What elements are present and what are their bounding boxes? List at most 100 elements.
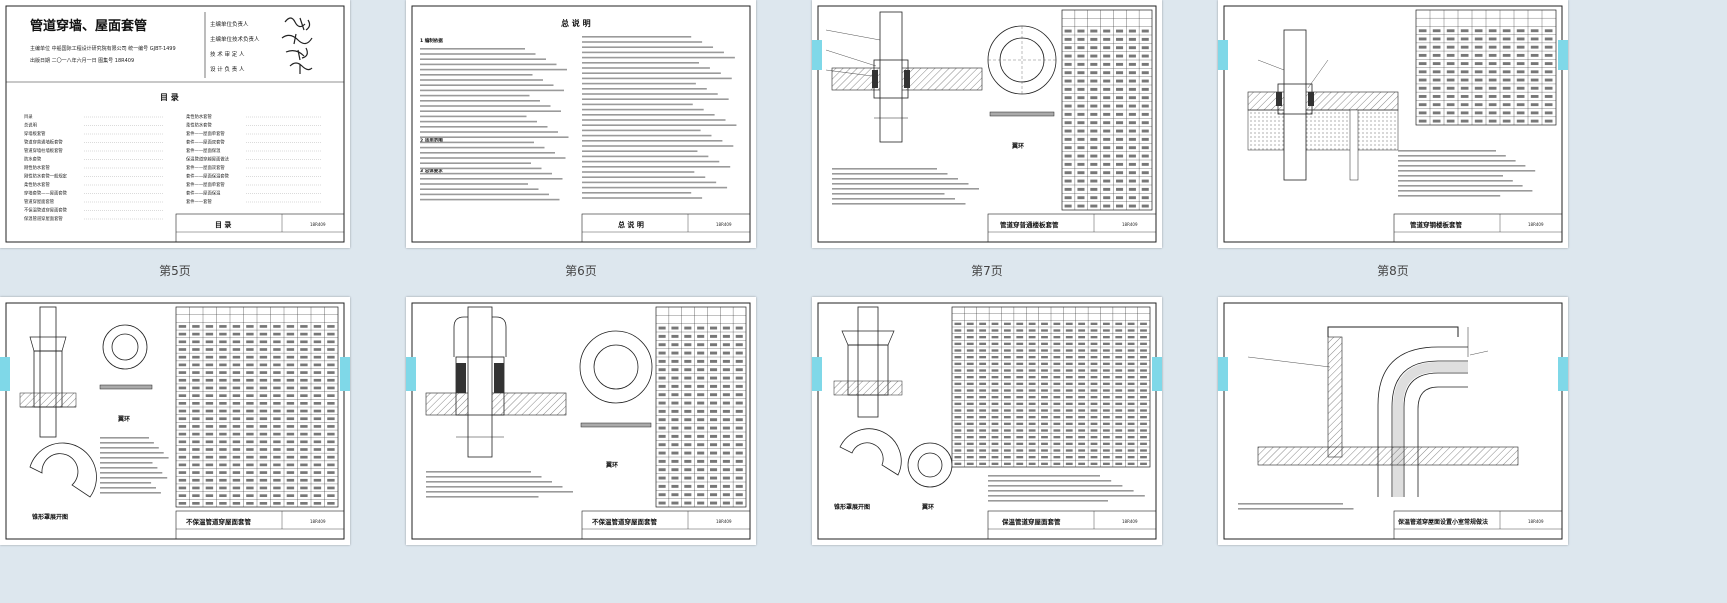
dimension-table [1061, 9, 1153, 211]
table-cell [735, 343, 743, 347]
text-line [582, 82, 696, 85]
table-cell [313, 448, 322, 451]
table-cell [313, 471, 322, 474]
table-cell [1530, 70, 1539, 74]
toc-entry[interactable]: 保温管道穿越屋面做法 [186, 156, 230, 163]
table-cell [1041, 396, 1048, 399]
toc-entry[interactable]: 管道穿墙柱墙板套管 [24, 147, 63, 154]
table-cell [1544, 37, 1553, 41]
text-line [420, 58, 546, 60]
table-cell [1141, 162, 1149, 166]
toc-entry[interactable]: 保温管道穿屋面套管 [24, 215, 63, 222]
page-thumbnail-12[interactable]: 保温管道穿屋面设置小室常规做法 18R409 [1218, 297, 1568, 545]
toc-entry[interactable]: 柔性防水套管 [24, 181, 50, 188]
table-cell [273, 502, 281, 505]
table-cell [954, 456, 962, 459]
table-cell [1077, 171, 1085, 175]
table-cell [954, 422, 962, 425]
table-cell [1103, 162, 1111, 166]
toc-entry[interactable]: 柔性防水套管 [186, 113, 212, 120]
table-cell [178, 455, 187, 459]
table-cell [1488, 53, 1497, 57]
page-thumbnail-11[interactable]: 锥形罩展开图 翼环 保温管道穿屋面套管 18R409 [812, 297, 1162, 545]
table-cell [1116, 121, 1124, 125]
table-cell [219, 355, 227, 359]
table-cell [1446, 29, 1455, 33]
page-thumbnail-9[interactable]: 翼环 锥形罩展开图 不保温管道穿屋面套管 18R409 [0, 297, 350, 545]
table-cell [979, 449, 987, 452]
table-cell [1064, 129, 1072, 133]
toc-entry[interactable]: 套件——屋面双套管 [186, 164, 225, 171]
table-cell [232, 440, 241, 444]
table-cell [1127, 402, 1135, 405]
table-cell [1127, 356, 1135, 359]
page-thumbnail-7[interactable]: 翼环 管道穿普通楼板套管 18R409 [812, 0, 1162, 248]
table-cell [1003, 322, 1011, 325]
table-cell [710, 501, 718, 505]
table-cell [205, 471, 214, 474]
table-cell [246, 417, 254, 421]
text-line [100, 457, 169, 459]
toc-entry[interactable]: 套件——套管 [186, 198, 212, 205]
toc-entry[interactable]: 不保温管道穿屋面套管 [24, 207, 68, 214]
table-cell [219, 332, 227, 336]
table-cell [1141, 71, 1149, 75]
table-cell [1064, 71, 1072, 75]
table-cell [1140, 409, 1147, 412]
table-cell [273, 332, 281, 336]
ring-label: 翼环 [117, 415, 130, 423]
table-cell [1053, 462, 1061, 465]
toc-entry[interactable]: 管道穿普通墙板套管 [24, 139, 63, 146]
toc-entry[interactable]: 穿墙板套管 [24, 130, 46, 137]
toc-entry[interactable]: 管道穿屋面套管 [24, 198, 55, 205]
page-thumbnail-6[interactable]: 总 说 明 1 编制依据 2 适用范围 3 总体要求 总 说 明 18R409 [406, 0, 756, 248]
toc-entry[interactable]: 刚性防水套管一般规定 [24, 173, 68, 180]
page-thumbnail-5[interactable]: 管道穿墙、屋面套管 主编单位 中船国际工程设计研究院有限公司 统一编号 GJBT… [0, 0, 350, 248]
table-cell [232, 417, 241, 421]
table-cell [684, 359, 692, 363]
table-cell [1115, 376, 1123, 379]
table-cell [1116, 204, 1124, 208]
toc-entry[interactable]: 套件——屋面单套管 [186, 130, 225, 137]
text-line [100, 442, 154, 444]
page-thumbnail-8[interactable]: 管道穿钢楼板套管 18R409 [1218, 0, 1568, 248]
text-line [832, 188, 979, 190]
table-cell [658, 426, 666, 430]
text-line [420, 131, 558, 133]
table-cell [286, 425, 295, 428]
page-thumbnail-10[interactable]: 翼环 不保温管道穿屋面套管 18R409 [406, 297, 756, 545]
table-cell [1127, 376, 1135, 379]
table-cell [1116, 96, 1124, 100]
table-cell [1530, 86, 1539, 90]
text-line [582, 56, 735, 59]
table-cell [300, 386, 308, 390]
toc-entry[interactable]: 目录 [24, 113, 33, 120]
toc-entry[interactable]: 套件——屋面双套管 [186, 139, 225, 146]
toc-entry[interactable]: 总说明 [24, 122, 37, 129]
table-cell [1053, 349, 1061, 352]
toc-entry[interactable]: 套件——屋面保温套管 [186, 173, 230, 180]
table-cell [192, 494, 200, 497]
table-cell [232, 463, 241, 467]
table-cell [300, 471, 308, 474]
table-cell [1016, 362, 1024, 365]
toc-entry[interactable]: 穿墙套管——屋面套管 [24, 190, 68, 197]
toc-entry[interactable]: 刚性防水套管 [24, 164, 50, 171]
table-cell [1418, 37, 1427, 41]
toc-entry[interactable]: 防水套管 [24, 156, 42, 163]
table-cell [1116, 79, 1124, 83]
table-cell [1102, 422, 1110, 425]
table-cell [313, 455, 322, 459]
toc-entry[interactable]: 套件——屋面保温 [186, 190, 221, 197]
toc-entry[interactable]: 柔性防水套管 [186, 122, 212, 129]
table-cell [1460, 119, 1469, 123]
text-line [832, 183, 969, 185]
text-line [832, 168, 937, 170]
page-label-8: 第8页 [1377, 264, 1409, 278]
atlas-number: 18R409 [310, 222, 326, 227]
table-cell [735, 451, 743, 455]
expand-label: 锥形罩展开图 [834, 503, 870, 511]
table-cell [1016, 396, 1024, 399]
toc-entry[interactable]: 套件——屋面单套管 [186, 181, 225, 188]
toc-entry[interactable]: 套件——屋面保温 [186, 147, 221, 154]
